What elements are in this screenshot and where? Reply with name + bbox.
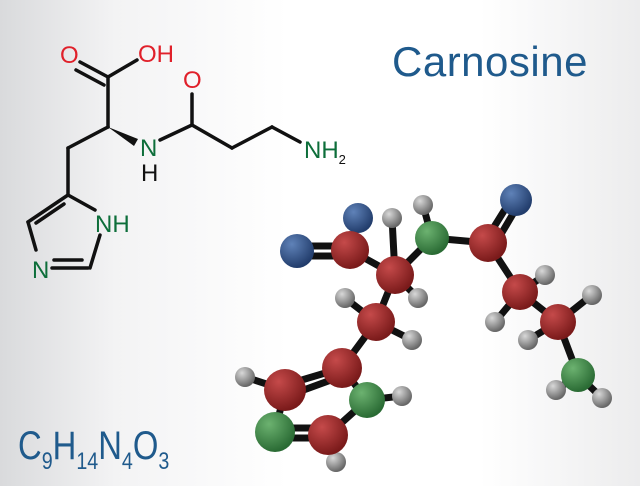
atom-label-nh2: NH2 (304, 137, 346, 167)
hydrogen-atom (326, 452, 346, 472)
hydrogen-atom (335, 288, 355, 308)
molecular-formula: C9H14N4O3 (18, 424, 169, 476)
formula-count: 14 (76, 448, 99, 475)
oxygen-atom (500, 184, 532, 216)
skeletal-bonds (26, 58, 302, 270)
formula-element: O (132, 424, 159, 468)
hydrogen-atom (413, 195, 433, 215)
nitrogen-atom (561, 358, 595, 392)
carbon-atom (264, 369, 306, 411)
hydrogen-atom (546, 380, 566, 400)
nitrogen-atom (349, 382, 385, 418)
nitrogen-atom (255, 412, 295, 452)
formula-count: 4 (121, 448, 133, 475)
oxygen-atom (280, 234, 314, 268)
hydrogen-atom (235, 367, 255, 387)
formula-element: N (98, 424, 122, 468)
hydrogen-atom (485, 312, 505, 332)
atom-label-n: N (32, 257, 49, 284)
molecule-name: Carnosine (392, 38, 588, 85)
atom-label-nh: NH (95, 211, 130, 238)
stereo-wedge (108, 127, 138, 146)
hydrogen-atom (518, 330, 538, 350)
formula-element: C (18, 424, 42, 468)
hydrogen-atom (382, 208, 402, 228)
atom-label-h: H (141, 160, 158, 187)
hydrogen-atom (535, 265, 555, 285)
formula-count: 9 (41, 448, 53, 475)
amine-subscript: 2 (339, 152, 346, 167)
model-atoms (235, 184, 612, 472)
hydrogen-atom (402, 330, 422, 350)
hydrogen-atom (392, 386, 412, 406)
nitrogen-atom (415, 221, 449, 255)
atom-label-o: O (60, 42, 79, 69)
carbon-atom (540, 304, 576, 340)
amine-text: NH (304, 137, 339, 164)
atom-label-o: O (183, 67, 202, 94)
hydrogen-atom (582, 285, 602, 305)
carbon-atom (331, 231, 369, 269)
hydrogen-atom (592, 388, 612, 408)
formula-count: 3 (158, 448, 170, 475)
oxygen-atom (343, 203, 373, 233)
hydrogen-atom (408, 288, 428, 308)
carbon-atom (322, 348, 362, 388)
carbon-atom (469, 224, 507, 262)
carbon-atom (308, 415, 348, 455)
formula-element: H (52, 424, 77, 468)
carbon-atom (357, 303, 395, 341)
atom-label-n: N (140, 135, 157, 162)
carbon-atom (502, 274, 538, 310)
carbon-atom (376, 256, 414, 294)
atom-label-oh: OH (138, 41, 174, 68)
